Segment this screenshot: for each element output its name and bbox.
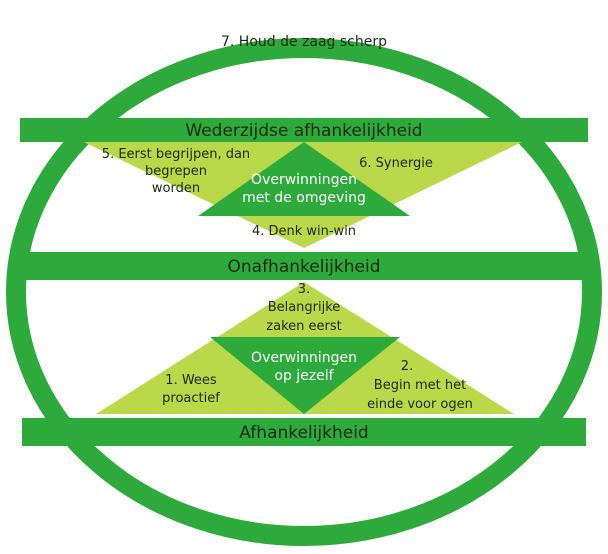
band-interdependence-label: Wederzijdse afhankelijkheid — [185, 121, 422, 141]
habit-5-line1: 5. Eerst begrijpen, dan — [102, 147, 250, 162]
habit-6-label: 6. Synergie — [359, 156, 433, 171]
public-victory-label-line2: met de omgeving — [242, 190, 366, 206]
band-independence — [14, 252, 594, 280]
habit-3-line1: 3. — [298, 282, 310, 297]
habit-5-line3: worden — [152, 181, 200, 196]
habit-3-line2: Belangrijke — [268, 300, 341, 315]
habit-3-line3: zaken eerst — [266, 319, 341, 334]
habit-5-line2: begrepen — [145, 164, 207, 179]
band-dependence — [22, 418, 586, 446]
private-victory-label-line2: op jezelf — [274, 368, 334, 384]
band-independence-label: Onafhankelijkheid — [228, 257, 381, 277]
band-dependence-label: Afhankelijkheid — [239, 423, 368, 443]
outer-ring — [6, 38, 602, 546]
habit-4-label: 4. Denk win-win — [252, 224, 356, 239]
habit-7-label: 7. Houd de zaag scherp — [221, 34, 387, 50]
habit-2-line1: 2. — [401, 359, 413, 374]
private-victory-label-line1: Overwinningen — [251, 350, 357, 366]
public-victory-label-line1: Overwinningen — [251, 172, 357, 188]
habit-2-line2: Begin met het — [374, 378, 466, 393]
habit-1-line1: 1. Wees — [165, 373, 217, 388]
private-victory-core — [210, 337, 400, 414]
public-victory-core — [198, 142, 410, 216]
habit-1-line2: proactief — [162, 391, 220, 406]
band-interdependence — [20, 118, 588, 142]
habit-2-line3: einde voor ogen — [367, 397, 473, 412]
